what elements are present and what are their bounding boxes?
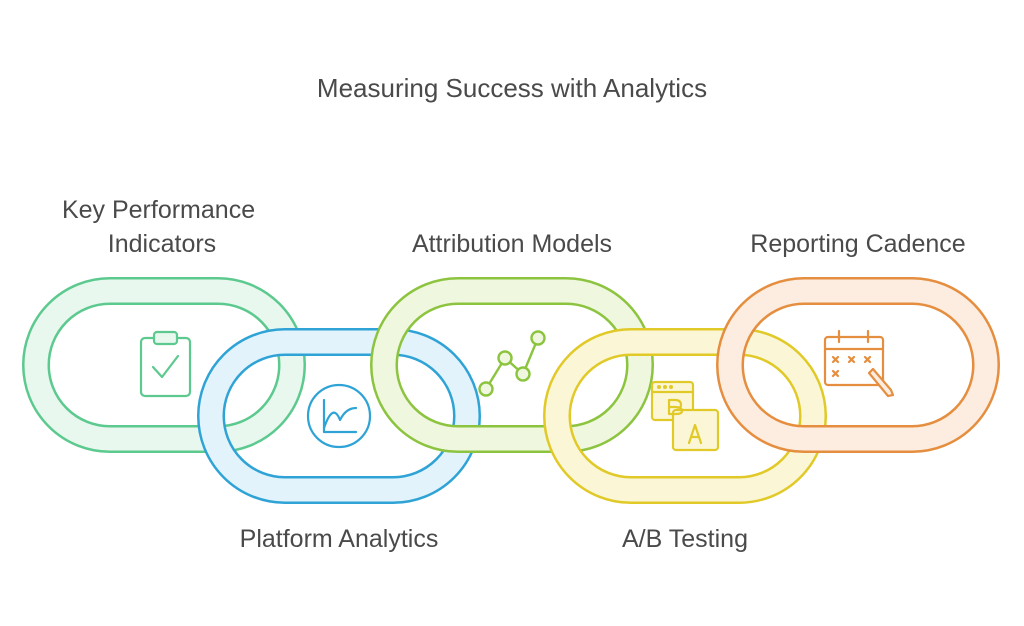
link-body: [199, 330, 479, 502]
chain-link-ab-testing: [543, 328, 827, 504]
link-body: [718, 279, 998, 451]
label-platform-analytics: Platform Analytics: [240, 525, 439, 553]
link-body: [24, 279, 304, 451]
calendar-edit-icon: [823, 329, 895, 398]
chain-link-kpi: [22, 277, 306, 453]
scatter-trend-icon: [478, 330, 546, 397]
link-body: [545, 330, 825, 502]
label-attribution-models: Attribution Models: [412, 230, 612, 258]
diagram-title: Measuring Success with Analytics: [317, 73, 707, 103]
clipboard-check-icon: [139, 330, 192, 398]
line-chart-icon: [306, 383, 372, 449]
link-body: [372, 279, 652, 451]
label-kpi: Key Performance Indicators: [62, 196, 262, 258]
ab-test-window-icon: [650, 380, 720, 452]
label-ab-testing: A/B Testing: [622, 525, 748, 553]
chain-link-reporting-cadence: [716, 277, 1000, 453]
label-reporting-cadence: Reporting Cadence: [750, 230, 965, 258]
chain-link-platform-analytics: [197, 328, 481, 504]
chain-link-attribution-models: [370, 277, 654, 453]
